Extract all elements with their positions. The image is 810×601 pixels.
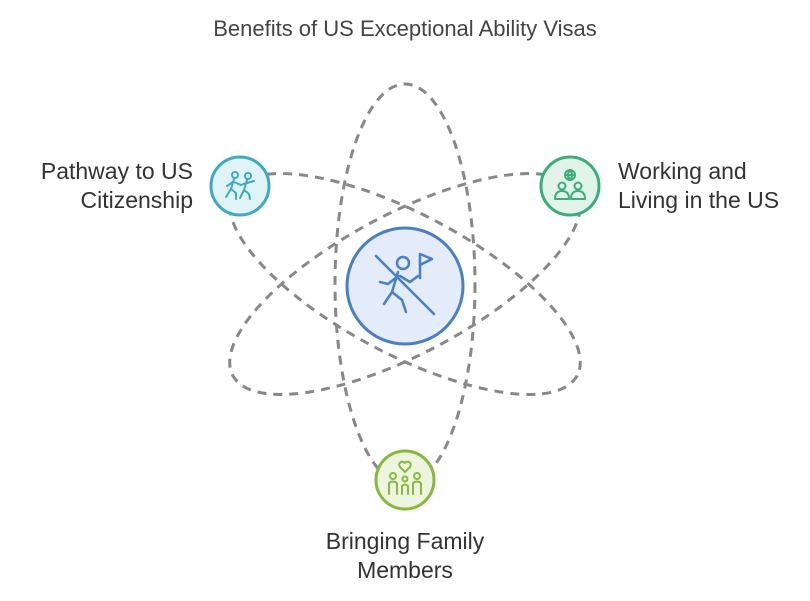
node-working xyxy=(539,155,601,217)
diagram-title: Benefits of US Exceptional Ability Visas xyxy=(213,16,597,41)
label-family: Bringing Family Members xyxy=(255,527,555,585)
label-family-line2: Members xyxy=(357,557,453,583)
label-family-line1: Bringing Family xyxy=(325,528,485,554)
label-working-line1: Working and xyxy=(618,158,747,184)
node-family xyxy=(374,449,436,511)
label-working: Working and Living in the US xyxy=(618,157,808,215)
person-reaching-goal-flag-icon xyxy=(374,252,436,316)
center-node xyxy=(345,226,465,346)
label-pathway-line1: Pathway to US xyxy=(40,158,193,184)
people-with-globe-icon xyxy=(554,169,586,200)
family-heart-icon xyxy=(388,460,422,495)
label-working-line2: Living in the US xyxy=(618,187,780,213)
node-pathway xyxy=(209,155,271,217)
label-pathway: Pathway to US Citizenship xyxy=(0,157,193,215)
label-pathway-line2: Citizenship xyxy=(80,187,194,213)
people-walking-icon xyxy=(225,171,255,200)
